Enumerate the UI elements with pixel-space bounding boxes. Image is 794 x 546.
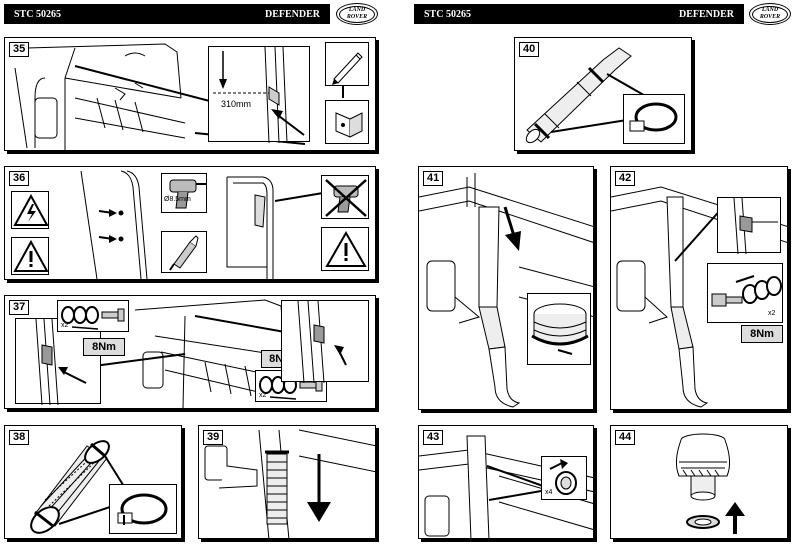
hose-fitting-drawing (204, 429, 375, 538)
clamp-glyph (629, 102, 678, 132)
step-number: 40 (519, 42, 540, 57)
right-page-header: STC 50265 DEFENDER (414, 4, 744, 24)
step-number: 38 (9, 430, 30, 445)
measure-label: 310mm (221, 99, 252, 109)
hose-clamp-detail (531, 303, 589, 355)
pencil-glyph (332, 52, 363, 85)
electrical-hazard-icon (11, 191, 49, 229)
step-42-bracket-inset (717, 197, 781, 254)
drill-size-label: Ø8.5mm (164, 196, 191, 203)
pillar-drill-drawing (80, 170, 324, 279)
left-page-model: DEFENDER (264, 8, 320, 20)
electrical-triangle-glyph (13, 193, 49, 226)
step-38-panel: 38 (4, 425, 182, 539)
caution-triangle-glyph (13, 239, 49, 272)
step-35-panel: 35 (4, 37, 376, 151)
bracket-fixing-detail (733, 198, 778, 254)
step-41-panel: 41 (418, 166, 594, 410)
step-number: 43 (423, 430, 444, 445)
pillar-measure-drawing (213, 47, 305, 143)
pillar-fixing-drawing (35, 319, 87, 405)
washer-bolt-glyph (711, 275, 782, 307)
step-number: 41 (423, 171, 444, 186)
step-number: 35 (9, 42, 30, 57)
sealant-glyph (169, 235, 199, 271)
land-rover-logo-left: LAND ROVER (336, 3, 378, 25)
caution-triangle-icon (11, 237, 49, 275)
torque-label-a: 8Nm (83, 338, 125, 356)
bracket-icon (325, 100, 369, 144)
land-rover-logo-right: LAND ROVER (749, 3, 791, 25)
left-page-ref: STC 50265 (14, 8, 61, 20)
right-page-model: DEFENDER (678, 8, 734, 20)
washer-bolt-kit-a: x2 (57, 300, 129, 332)
caution-triangle-glyph (325, 230, 367, 267)
step-42-panel: 42 x2 8Nm (610, 166, 788, 410)
washer-bolt-kit: x2 (707, 263, 783, 323)
no-drill-glyph (325, 179, 367, 217)
hose-clamp-icon (109, 484, 177, 534)
logo-line2: ROVER (346, 14, 368, 20)
snorkel-bracket-drawing (611, 186, 787, 408)
drill-icon: Ø8.5mm (161, 173, 207, 213)
logo-line1: LAND (348, 7, 366, 13)
logo-line1: LAND (761, 7, 779, 13)
step-number: 36 (9, 171, 30, 186)
step-number: 42 (615, 171, 636, 186)
step-36-panel: 36 (4, 166, 376, 280)
step-number: 37 (9, 300, 30, 315)
vehicle-windscreen-drawing (14, 43, 306, 150)
clamp-glyph (117, 493, 168, 525)
sealant-tube-icon (161, 231, 207, 273)
step-43-cap-inset: x4 (541, 456, 587, 500)
qty-label: x4 (545, 489, 553, 496)
torque-label: 8Nm (741, 325, 783, 343)
pillar-fixing-drawing (297, 301, 347, 383)
no-drill-icon (321, 175, 369, 219)
step-35-measure-inset: 310mm (208, 46, 310, 143)
step-39-panel: 39 (198, 425, 376, 539)
caution-triangle-icon (321, 227, 369, 271)
step-number: 44 (615, 430, 636, 445)
left-page-header: STC 50265 DEFENDER (4, 4, 330, 24)
snorkel-fitting-drawing (419, 173, 593, 408)
qty-label: x2 (259, 392, 267, 399)
bracket-glyph (335, 112, 363, 138)
flexible-hose-drawing (30, 440, 126, 534)
cap-glyph (549, 459, 577, 495)
logo-line2: ROVER (759, 14, 781, 20)
step-43-panel: 43 x4 (418, 425, 594, 539)
step-44-panel: 44 (610, 425, 788, 539)
right-page-ref: STC 50265 (424, 8, 471, 20)
step-41-clamp-inset (527, 293, 591, 365)
air-cleaner-drawing (675, 433, 745, 534)
step-40-panel: 40 (514, 37, 692, 151)
step-37-panel: 37 x (4, 295, 376, 409)
qty-label: x2 (768, 310, 776, 317)
step-37-left-inset (15, 318, 101, 405)
step-number: 39 (203, 430, 224, 445)
pipe-with-clamps-drawing (525, 47, 650, 144)
drill-glyph (169, 179, 206, 209)
pencil-icon (325, 42, 369, 86)
hose-clamp-icon (623, 94, 685, 144)
washer-bolt-glyph (61, 306, 125, 330)
qty-label: x2 (61, 322, 69, 329)
step-37-right-inset (281, 300, 369, 383)
